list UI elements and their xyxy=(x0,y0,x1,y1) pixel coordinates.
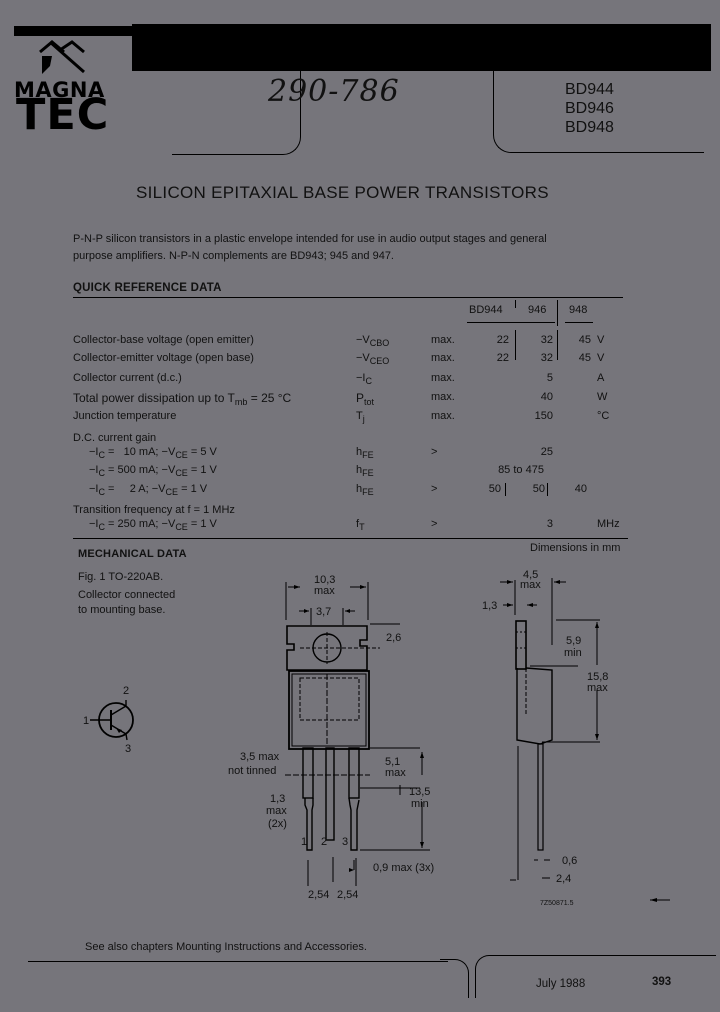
svg-text:4,5: 4,5 xyxy=(523,569,538,581)
document-title: SILICON EPITAXIAL BASE POWER TRANSISTORS xyxy=(136,183,549,202)
brand-magna: MAGNA xyxy=(14,78,105,102)
divider xyxy=(73,297,623,298)
svg-text:7Z50871.5: 7Z50871.5 xyxy=(540,900,574,907)
footer-frame-right xyxy=(475,955,716,998)
svg-text:1: 1 xyxy=(83,715,89,727)
svg-text:1,3: 1,3 xyxy=(270,793,285,805)
svg-text:2,4: 2,4 xyxy=(556,873,571,885)
svg-text:min: min xyxy=(411,798,429,810)
column-separator xyxy=(557,330,558,360)
svg-text:max: max xyxy=(266,805,287,817)
svg-text:3,7: 3,7 xyxy=(316,606,331,618)
header-black-bar xyxy=(14,24,711,74)
footer-frame-left xyxy=(440,959,469,998)
svg-text:15,8: 15,8 xyxy=(587,671,608,683)
svg-text:max: max xyxy=(587,682,608,694)
svg-text:3: 3 xyxy=(342,836,348,848)
column-rule xyxy=(565,322,593,323)
column-header: BD944 xyxy=(469,304,503,316)
to220-side-view-drawing: 4,5 max 1,3 5,9 min 15,8 max 0,6 2,4 7Z5… xyxy=(482,569,608,907)
column-separator xyxy=(547,483,548,496)
svg-text:max: max xyxy=(520,579,541,591)
part-number: BD948 xyxy=(565,119,614,136)
part-number-list: BD944 BD946 BD948 xyxy=(565,80,614,137)
svg-text:2: 2 xyxy=(123,685,129,697)
header-bar-left xyxy=(14,26,132,36)
column-separator xyxy=(515,330,516,360)
svg-text:not tinned: not tinned xyxy=(228,765,276,777)
svg-text:2,54: 2,54 xyxy=(308,889,329,901)
svg-text:1: 1 xyxy=(301,836,307,848)
svg-text:10,3: 10,3 xyxy=(314,574,335,586)
column-rule xyxy=(467,322,555,323)
svg-text:3,5 max: 3,5 max xyxy=(240,751,280,763)
part-number: BD944 xyxy=(565,81,614,98)
svg-text:min: min xyxy=(564,647,582,659)
svg-text:2,6: 2,6 xyxy=(386,632,401,644)
mechanical-heading: MECHANICAL DATA xyxy=(78,548,187,560)
svg-text:(2x): (2x) xyxy=(268,818,287,830)
column-separator xyxy=(505,483,506,496)
arrow-left-icon xyxy=(650,898,670,902)
figure-label: Fig. 1 TO-220AB. xyxy=(78,571,164,583)
figure-caption: Fig. 1 TO-220AB. Collector connected to … xyxy=(78,571,176,616)
svg-text:5,9: 5,9 xyxy=(566,635,581,647)
description: P-N-P silicon transistors in a plastic e… xyxy=(73,231,613,265)
page-number: 393 xyxy=(652,976,672,988)
footer-divider xyxy=(28,961,448,962)
header-bar-right xyxy=(132,24,711,71)
column-header: 946 xyxy=(528,304,547,316)
footer-date: July 1988 xyxy=(536,978,586,990)
column-separator xyxy=(557,300,558,326)
svg-text:2: 2 xyxy=(321,836,327,848)
part-number: BD946 xyxy=(565,100,614,117)
divider xyxy=(73,538,628,539)
svg-text:max: max xyxy=(385,767,406,779)
svg-text:max: max xyxy=(314,585,335,597)
svg-text:13,5: 13,5 xyxy=(409,786,430,798)
description-line: P-N-P silicon transistors in a plastic e… xyxy=(73,233,547,245)
svg-text:0,6: 0,6 xyxy=(562,855,577,867)
svg-text:2,54: 2,54 xyxy=(337,889,358,901)
column-header: 948 xyxy=(569,304,588,316)
svg-text:5,1: 5,1 xyxy=(385,756,400,768)
to220-front-view-drawing: 10,3 max 3,7 2,6 3,5 max not tinned 1,3 … xyxy=(228,574,434,901)
brand-tec: TEC xyxy=(16,90,110,140)
magnatec-logo-icon xyxy=(39,40,85,74)
dimensions-note: Dimensions in mm xyxy=(530,542,621,554)
svg-text:3: 3 xyxy=(125,743,131,755)
svg-text:1,3: 1,3 xyxy=(482,600,497,612)
column-separator xyxy=(515,300,516,308)
handwritten-note: 290-786 xyxy=(268,74,400,109)
footer-note: See also chapters Mounting Instructions … xyxy=(85,941,367,953)
quick-reference-heading: QUICK REFERENCE DATA xyxy=(73,282,222,294)
header-frame-right xyxy=(493,68,704,153)
header-frame-left xyxy=(172,68,301,155)
description-line: purpose amplifiers. N-P-N complements ar… xyxy=(73,250,394,262)
pnp-transistor-symbol-icon: 2 1 3 xyxy=(83,685,134,755)
svg-text:0,9 max (3x): 0,9 max (3x) xyxy=(373,862,434,874)
